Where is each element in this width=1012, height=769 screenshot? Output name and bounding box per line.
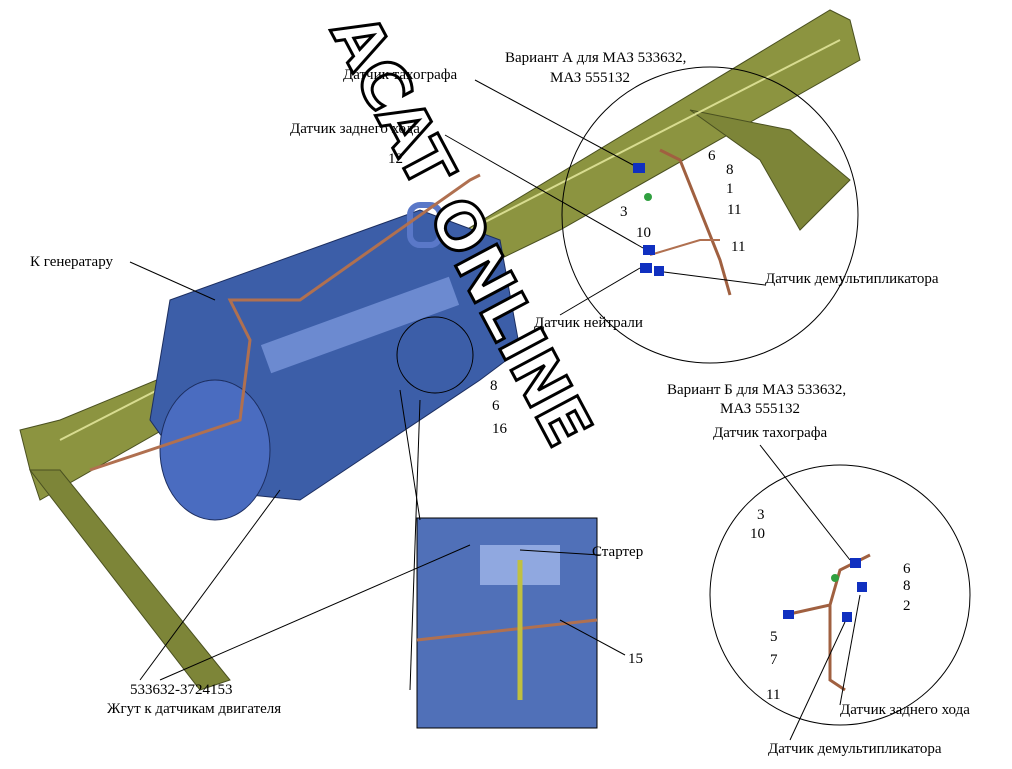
label-starter: Стартер bbox=[592, 544, 643, 560]
callout: 6 bbox=[708, 148, 716, 164]
marker-10-a bbox=[644, 193, 652, 201]
callout: 6 bbox=[903, 561, 911, 577]
wire-variant-b-branch bbox=[828, 605, 846, 692]
label-reverse-a: Датчик заднего хода bbox=[290, 121, 420, 137]
callout: 2 bbox=[903, 598, 911, 614]
leader-lines bbox=[129, 79, 861, 741]
variant-b-title-2: МАЗ 555132 bbox=[720, 401, 800, 417]
callout: 3 bbox=[757, 507, 765, 523]
label-reverse-b: Датчик заднего хода bbox=[840, 702, 970, 718]
label-tachograph-b: Датчик тахографа bbox=[713, 425, 828, 441]
callout-15: 15 bbox=[628, 651, 643, 667]
callout: 6 bbox=[492, 398, 500, 414]
label-range-b: Датчик демультипликатора bbox=[768, 741, 942, 757]
callout: 5 bbox=[770, 629, 778, 645]
detail-circle-variant-a bbox=[561, 66, 859, 364]
label-tachograph-a: Датчик тахографа bbox=[343, 67, 458, 83]
harness-part-number: 533632-3724153 bbox=[130, 682, 233, 698]
callout: 11 bbox=[766, 687, 780, 703]
detail-circle-engine bbox=[396, 316, 474, 394]
callout: 1 bbox=[726, 181, 734, 197]
engine-illustration bbox=[149, 202, 521, 521]
sensor-neutral-a bbox=[640, 263, 652, 273]
chassis-crossmember bbox=[689, 109, 851, 231]
starter-inset bbox=[416, 517, 598, 729]
harness-label: Жгут к датчикам двигателя bbox=[107, 701, 281, 717]
callout: 10 bbox=[750, 526, 765, 542]
sensor-range-b bbox=[842, 612, 852, 622]
callout: 3 bbox=[620, 204, 628, 220]
label-neutral-a: Датчик нейтрали bbox=[534, 315, 643, 331]
sensor-reverse-a bbox=[643, 245, 655, 255]
sensor-reverse-b bbox=[857, 582, 867, 592]
marker-10-b bbox=[831, 574, 839, 582]
detail-circle-variant-b bbox=[709, 464, 971, 726]
sensor-tachograph-a bbox=[633, 163, 645, 173]
callout: 8 bbox=[726, 162, 734, 178]
callout: 8 bbox=[903, 578, 911, 594]
label-generator: К генератару bbox=[30, 254, 114, 270]
callout-12: 12 bbox=[388, 151, 403, 167]
variant-b-title-1: Вариант Б для МАЗ 533632, bbox=[667, 382, 846, 398]
variant-a-title-2: МАЗ 555132 bbox=[550, 70, 630, 86]
callout: 8 bbox=[490, 378, 498, 394]
callout: 11 bbox=[727, 202, 741, 218]
sensor-tachograph-b bbox=[850, 558, 861, 568]
wire-harness-engine bbox=[89, 173, 481, 472]
callout: 7 bbox=[770, 652, 778, 668]
callout: 16 bbox=[492, 421, 508, 437]
callout: 10 bbox=[636, 225, 651, 241]
callout: 11 bbox=[731, 239, 745, 255]
chassis-frame-lower bbox=[28, 469, 231, 691]
wire-variant-a-branch bbox=[649, 239, 720, 256]
wire-variant-a bbox=[659, 148, 732, 296]
sensor-neutral-b bbox=[783, 610, 794, 619]
sensor-range-a bbox=[654, 266, 664, 276]
label-range-a: Датчик демультипликатора bbox=[765, 271, 939, 287]
variant-a-title-1: Вариант А для МАЗ 533632, bbox=[505, 50, 686, 66]
